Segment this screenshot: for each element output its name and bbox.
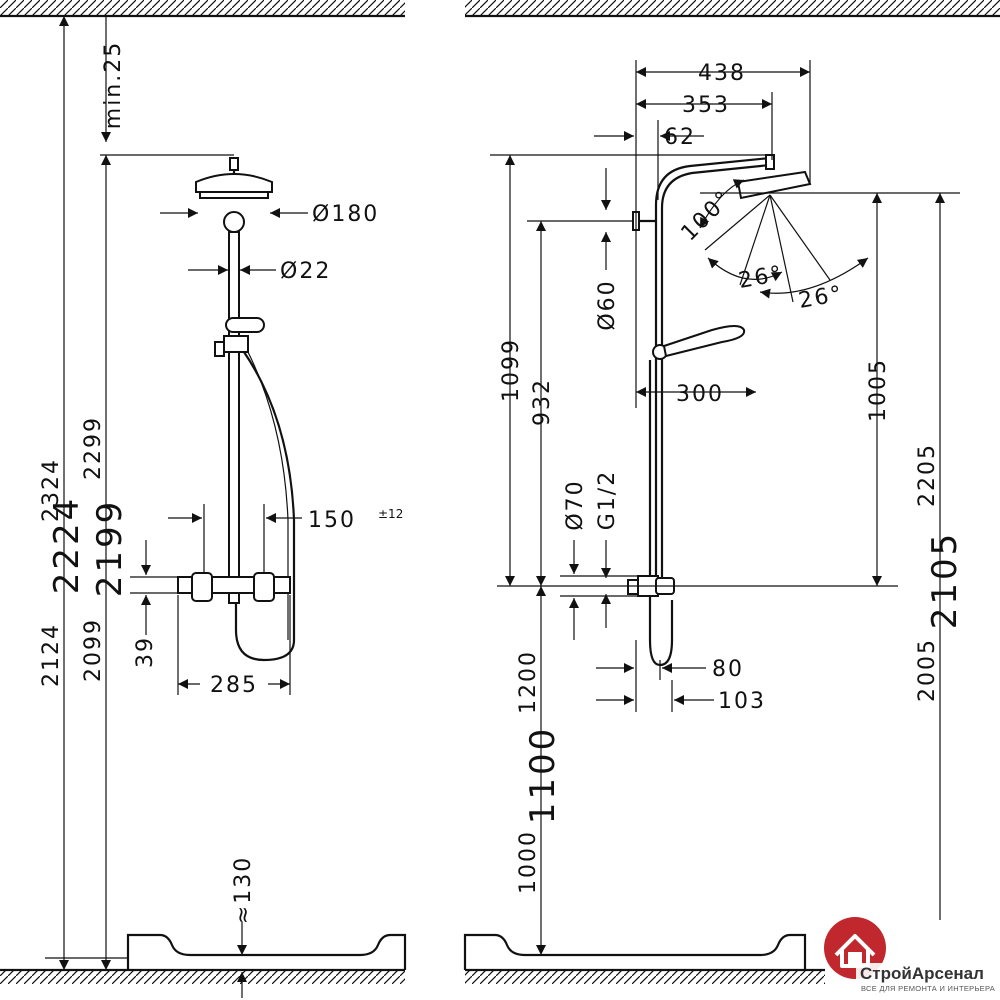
dim-2005: 2005	[915, 638, 940, 702]
dim-2299: 2299	[81, 416, 106, 480]
floor-left	[0, 968, 405, 984]
dim-285: 285	[210, 673, 258, 698]
dim-353: 353	[682, 93, 730, 118]
dim-2199: 2199	[90, 499, 130, 598]
dim-103: 103	[718, 689, 766, 714]
logo-name: СтройАрсенал	[860, 964, 984, 983]
shower-front-view	[177, 157, 296, 662]
dim-2224: 2224	[47, 496, 87, 595]
dim-min25: min.25	[101, 41, 126, 129]
left-dimension-labels: 2324 2224 2124 2299 2199 2099 min.25 Ø18…	[39, 41, 403, 924]
dim-150-tolerance: ±12	[378, 507, 403, 521]
shower-tray-right	[463, 933, 807, 970]
dim-80: 80	[712, 657, 744, 682]
dim-1100: 1100	[523, 726, 563, 825]
spray-angle-lines	[699, 179, 869, 303]
dim-26deg-b: 26°	[797, 281, 846, 313]
dim-932: 932	[530, 378, 555, 426]
dim-2205: 2205	[915, 443, 940, 507]
store-logo: СтройАрсенал ВСЕ ДЛЯ РЕМОНТА И ИНТЕРЬЕРА	[824, 917, 995, 997]
dim-39: 39	[133, 636, 158, 668]
shower-side-view	[627, 154, 812, 667]
floor-right	[465, 968, 825, 984]
dim-1000: 1000	[516, 830, 541, 894]
dim-60: Ø60	[595, 279, 620, 330]
ceiling-left	[0, 0, 405, 18]
dim-300: 300	[676, 382, 724, 407]
dim-2105: 2105	[925, 531, 965, 630]
ceiling-right	[465, 0, 1000, 18]
dim-2324: 2324	[39, 458, 64, 522]
dim-438: 438	[698, 61, 746, 86]
dim-26deg-a: 26°	[737, 261, 786, 293]
logo-tagline: ВСЕ ДЛЯ РЕМОНТА И ИНТЕРЬЕРА	[861, 984, 995, 993]
dim-1200: 1200	[516, 650, 541, 714]
dim-62: 62	[664, 125, 696, 150]
shower-tray-left	[126, 933, 407, 970]
dim-1099: 1099	[499, 338, 524, 402]
dim-150: 150	[308, 508, 356, 533]
dim-130: ≈130	[231, 856, 256, 924]
left-dimensions	[45, 15, 308, 998]
dim-2124: 2124	[39, 623, 64, 687]
dim-1005: 1005	[866, 358, 891, 422]
dim-70: Ø70	[563, 479, 588, 530]
dim-180: Ø180	[312, 202, 379, 227]
dim-100deg: 100°	[677, 185, 738, 246]
dim-2099: 2099	[81, 618, 106, 682]
dim-22: Ø22	[280, 259, 331, 284]
right-dimension-labels: 438 353 62 100° 26° 26° Ø60 300 1099 932…	[499, 61, 965, 894]
dim-g12: G1/2	[595, 470, 620, 530]
right-dimensions	[490, 60, 960, 955]
